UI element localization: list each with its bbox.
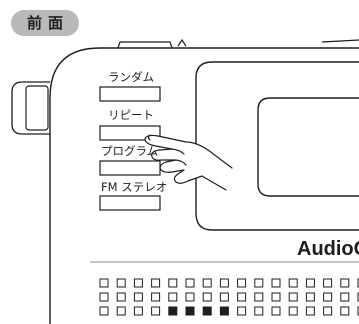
side-handle-inner — [25, 85, 49, 131]
grille-hole — [340, 292, 350, 302]
grille-hole — [305, 278, 315, 288]
grille-hole — [288, 278, 298, 288]
section-badge: 前面 — [11, 10, 79, 36]
grille-hole — [271, 306, 281, 316]
top-notch — [177, 38, 187, 47]
grille-hole — [288, 306, 298, 316]
grille-hole — [340, 306, 350, 316]
repeat-label: リピート — [108, 108, 154, 122]
grille-hole — [202, 278, 212, 288]
grille-hole — [99, 278, 109, 288]
grille-hole — [133, 306, 143, 316]
pointing-hand-icon — [144, 134, 233, 191]
grille-hole — [116, 292, 126, 302]
grille-hole — [305, 292, 315, 302]
grille-hole — [237, 292, 247, 302]
grille-hole — [288, 292, 298, 302]
grille-hole — [133, 278, 143, 288]
grille-hole — [237, 306, 247, 316]
grille-hole — [168, 278, 178, 288]
grille-hole — [323, 292, 333, 302]
grille-hole-filled — [168, 306, 178, 316]
fm-stereo-button — [99, 195, 161, 211]
brand-logo: AudioC — [297, 238, 359, 260]
grille-hole — [133, 292, 143, 302]
grille-hole — [323, 278, 333, 288]
grille-hole — [99, 292, 109, 302]
program-label: プログラム — [101, 144, 159, 158]
grille-hole — [237, 278, 247, 288]
grille-hole — [254, 278, 264, 288]
grille-hole — [151, 306, 161, 316]
random-label: ランダム — [108, 70, 154, 84]
fm-stereo-label: FM ステレオ — [101, 180, 168, 194]
grille-hole — [305, 306, 315, 316]
grille-hole — [151, 292, 161, 302]
grille-hole — [99, 306, 109, 316]
grille-hole-filled — [202, 306, 212, 316]
grille-hole-filled — [219, 306, 229, 316]
grille-hole — [271, 292, 281, 302]
display-window — [257, 97, 359, 197]
speaker-grille — [99, 278, 359, 316]
grille-hole — [254, 292, 264, 302]
grille-hole — [254, 306, 264, 316]
side-handle — [11, 81, 50, 135]
grille-hole — [340, 278, 350, 288]
repeat-button — [99, 125, 161, 141]
grille-hole — [116, 306, 126, 316]
grille-hole — [202, 292, 212, 302]
top-ridge — [117, 41, 173, 49]
grille-hole — [116, 278, 126, 288]
grille-hole-filled — [185, 306, 195, 316]
grille-hole — [271, 278, 281, 288]
grille-hole — [168, 292, 178, 302]
top-knob-edge — [321, 39, 359, 43]
radio-body-outline — [49, 47, 359, 324]
grille-hole — [185, 292, 195, 302]
grille-hole — [185, 278, 195, 288]
grille-hole — [151, 278, 161, 288]
grille-hole — [219, 278, 229, 288]
grille-hole — [219, 292, 229, 302]
random-button — [99, 86, 161, 102]
grille-hole — [323, 306, 333, 316]
